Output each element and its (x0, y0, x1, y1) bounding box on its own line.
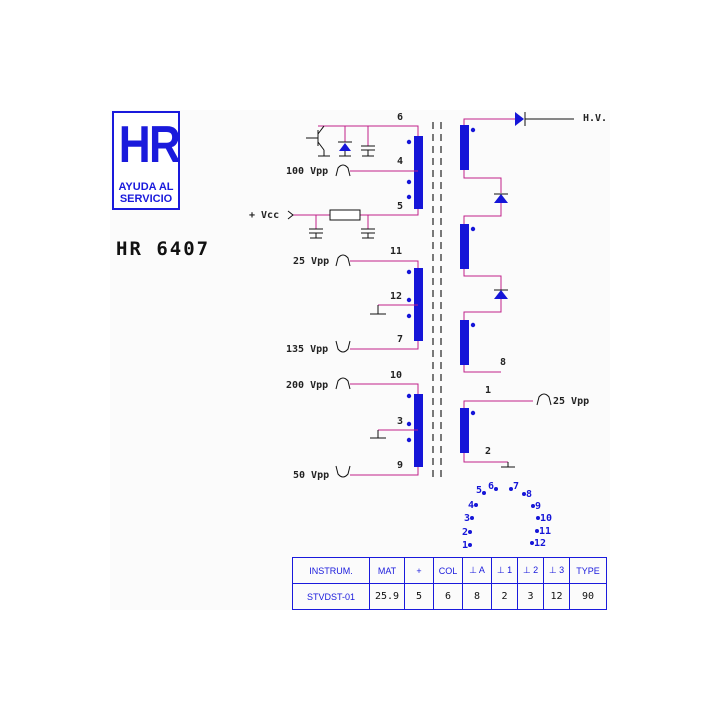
pulse-waveform-25-out (536, 393, 552, 406)
vcc-filter (287, 209, 375, 239)
vcc-label: + Vcc (249, 210, 279, 221)
hv-label: H.V. (583, 113, 607, 124)
pin-11: 11 (390, 246, 402, 257)
socket-pin-label: 2 (462, 527, 468, 538)
pulse-waveform-135 (335, 340, 351, 353)
socket-pin-dot (531, 504, 535, 508)
spec-header-row: INSTRUM. MAT + COL ⊥ A ⊥ 1 ⊥ 2 ⊥ 3 TYPE (292, 557, 607, 584)
pin-4: 4 (397, 156, 403, 167)
pin-8: 8 (500, 357, 506, 368)
model-number: HR 6407 (116, 238, 211, 260)
socket-pin-label: 8 (526, 489, 532, 500)
socket-pin-label: 6 (488, 481, 494, 492)
socket-pin-label: 11 (539, 526, 551, 537)
signal-135-vpp: 135 Vpp (286, 344, 328, 355)
pulse-waveform-50 (335, 465, 351, 478)
spec-value-ground-1: 2 (491, 583, 518, 610)
logo-line-2: SERVICIO (119, 193, 173, 205)
spec-header-mat: MAT (369, 557, 405, 584)
pulse-waveform-100 (335, 164, 351, 177)
pin-2: 2 (485, 446, 491, 457)
signal-100-vpp: 100 Vpp (286, 166, 328, 177)
spec-header-type: TYPE (569, 557, 607, 584)
spec-table: INSTRUM. MAT + COL ⊥ A ⊥ 1 ⊥ 2 ⊥ 3 TYPE … (292, 557, 607, 610)
waveform-symbols (335, 164, 552, 478)
spec-value-ground-3: 12 (543, 583, 570, 610)
pin-3: 3 (397, 416, 403, 427)
hv-winding-3 (460, 299, 502, 373)
pulse-waveform-200 (335, 377, 351, 390)
spec-header-ground-a: ⊥ A (462, 557, 492, 584)
logo-subtitle: AYUDA AL SERVICIO (114, 181, 178, 205)
pin-1: 1 (485, 385, 491, 396)
spec-value-plus: 5 (404, 583, 434, 610)
pin-10: 10 (390, 370, 402, 381)
spec-value-ground-a: 8 (462, 583, 492, 610)
pin-5: 5 (397, 201, 403, 212)
hv-diode-1 (494, 193, 508, 203)
socket-pin-label: 5 (476, 485, 482, 496)
spec-value-ground-2: 3 (517, 583, 544, 610)
switching-transistor (306, 125, 330, 157)
signal-25-vpp-out: 25 Vpp (553, 396, 589, 407)
socket-pin-dot (522, 492, 526, 496)
spec-header-instrum: INSTRUM. (292, 557, 370, 584)
pin-12: 12 (390, 291, 402, 302)
pulse-waveform-25 (335, 254, 351, 267)
socket-pin-dot (474, 503, 478, 507)
spec-header-col: COL (433, 557, 463, 584)
spec-header-ground-2: ⊥ 2 (517, 557, 544, 584)
hv-winding-1 (460, 112, 574, 193)
socket-pin-dot (536, 516, 540, 520)
socket-pin-label: 10 (540, 513, 552, 524)
logo-line-1: AYUDA AL (118, 181, 174, 193)
socket-pin-label: 1 (462, 540, 468, 551)
socket-pin-label: 7 (513, 481, 519, 492)
retrace-capacitor (361, 126, 375, 157)
pin-6: 6 (397, 112, 403, 123)
logo-mark: HR (118, 116, 181, 174)
socket-pin-dot (509, 487, 513, 491)
hv-winding-2 (460, 203, 502, 290)
signal-200-vpp: 200 Vpp (286, 380, 328, 391)
socket-pin-label: 12 (534, 538, 546, 549)
socket-pin-dot (470, 516, 474, 520)
socket-pin-label: 3 (464, 513, 470, 524)
socket-pin-dot (482, 491, 486, 495)
socket-pin-label: 9 (535, 501, 541, 512)
socket-pin-dot (535, 529, 539, 533)
spec-header-plus: + (404, 557, 434, 584)
spec-value-type: 90 (569, 583, 607, 610)
signal-25-vpp: 25 Vpp (293, 256, 329, 267)
primary-winding-middle (350, 260, 423, 350)
damper-diode (338, 126, 352, 157)
signal-50-vpp: 50 Vpp (293, 470, 329, 481)
paper-background (110, 110, 610, 610)
spec-value-mat: 25.9 (369, 583, 405, 610)
hv-diode-2 (494, 289, 508, 299)
socket-pin-dot (468, 543, 472, 547)
socket-pin-dot (494, 487, 498, 491)
hr-logo: HR AYUDA AL SERVICIO (112, 111, 181, 210)
primary-winding-bottom (350, 383, 423, 476)
spec-value-instrum: STVDST-01 (292, 583, 370, 610)
socket-pin-dot (530, 541, 534, 545)
spec-value-row: STVDST-01 25.9 5 6 8 2 3 12 90 (292, 583, 607, 610)
socket-pin-dot (468, 530, 472, 534)
pin-9: 9 (397, 460, 403, 471)
spec-value-col: 6 (433, 583, 463, 610)
socket-pin-label: 4 (468, 500, 474, 511)
spec-header-ground-1: ⊥ 1 (491, 557, 518, 584)
pin-7: 7 (397, 334, 403, 345)
aux-winding (460, 400, 533, 468)
transformer-core (432, 122, 442, 478)
spec-header-ground-3: ⊥ 3 (543, 557, 570, 584)
